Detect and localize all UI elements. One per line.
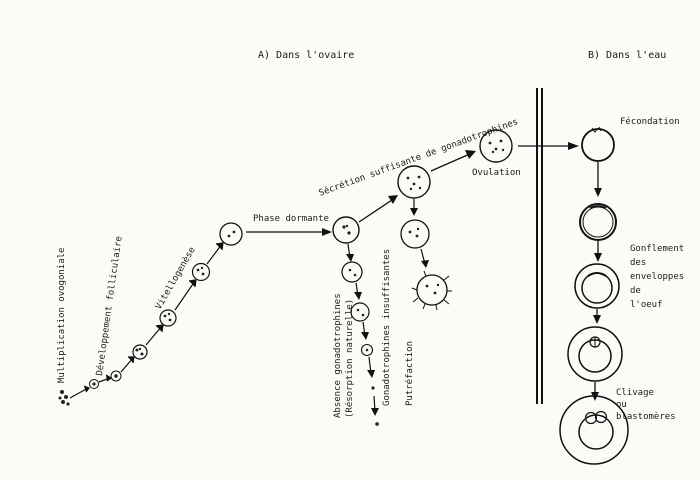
arrow-absence-4 [367, 356, 375, 378]
resorption-remnants [371, 386, 379, 426]
label-fecondation: Fécondation [620, 116, 680, 127]
oocyte-atretic-2 [350, 302, 370, 322]
arrow-to-ovulation-1 [358, 195, 398, 223]
oocyte-atretic-1 [341, 261, 363, 283]
early-arrows [69, 242, 224, 399]
egg-swelling-2 [574, 263, 620, 309]
oocyte-vitello-2 [159, 309, 177, 327]
oocyte-vitello-3 [191, 262, 211, 282]
arrow-water-2 [594, 241, 602, 262]
follicle-small [89, 379, 99, 389]
label-multiplication: Multiplication ovogoniale [57, 248, 67, 383]
label-ovulation: Ovulation [472, 168, 521, 178]
arrow-to-mature [246, 228, 332, 236]
oogonia-cluster [58, 390, 70, 406]
arrow-absence-2 [354, 282, 362, 300]
arrow-to-water [518, 142, 579, 150]
label-developpement: Développement folliculaire [94, 235, 125, 376]
oocyte-ovulated [479, 129, 513, 163]
oocyte-insufficient [400, 219, 430, 249]
oocyte-putrefying [411, 270, 452, 311]
label-resorption: (Résorption naturelle) [344, 299, 355, 418]
arrow-absence-3 [361, 321, 369, 340]
arrow-to-ovulation-2 [430, 150, 476, 172]
egg-cleavage-1 [567, 326, 623, 382]
label-insuffisantes: Gonadotrophines insuffisantes [382, 249, 392, 406]
heading-water: B) Dans l'eau [588, 50, 666, 61]
arrow-water-4 [591, 382, 599, 401]
oocyte-mature [332, 216, 360, 244]
egg-fertilized [581, 126, 615, 162]
arrow-insufficient-2 [420, 248, 429, 268]
follicle-medium [110, 370, 122, 382]
arrow-water-3 [593, 309, 601, 324]
egg-cleavage-2 [559, 395, 629, 465]
oocyte-vitello-1 [132, 344, 148, 360]
label-vitellogenese: Vitellogenèse [153, 245, 198, 312]
label-putrefaction: Putréfaction [404, 341, 415, 406]
oocyte-atretic-3 [360, 343, 374, 357]
label-secretion: Sécrétion suffisante de gonadotrophines [317, 116, 519, 199]
oocyte-ovulating [397, 165, 431, 199]
heading-ovary: A) Dans l'ovaire [258, 50, 354, 61]
oocyte-dormant [219, 222, 243, 246]
arrow-absence-1 [346, 243, 354, 262]
arrow-insufficient-1 [410, 199, 418, 216]
label-phase-dormante: Phase dormante [253, 214, 329, 224]
egg-swelling-1 [579, 203, 617, 241]
label-absence: Absence gonadotrophines [333, 293, 343, 418]
arrow-water-1 [594, 162, 602, 197]
